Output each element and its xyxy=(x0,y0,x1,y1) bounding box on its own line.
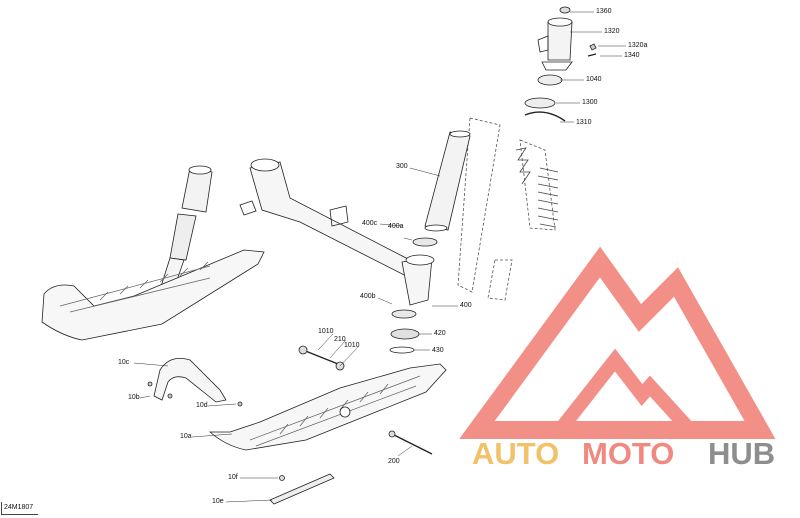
watermark-hub: HUB xyxy=(708,436,776,471)
drawing-reference: 24M1807 xyxy=(1,502,38,515)
callout-10a: 10a xyxy=(180,433,192,440)
bolt-1010 xyxy=(302,349,344,367)
callout-10f: 10f xyxy=(228,474,238,481)
shock-tube xyxy=(424,130,471,232)
watermark-auto: AUTO xyxy=(472,436,560,471)
spindle-cap xyxy=(537,6,573,71)
callout-430: 430 xyxy=(432,347,444,354)
callout-200: 200 xyxy=(388,458,400,465)
bushing-400b xyxy=(391,309,417,319)
washer-1040 xyxy=(537,74,563,86)
shock-absorber-outline xyxy=(457,117,556,301)
leader-lines xyxy=(133,11,626,503)
bushing-400a xyxy=(412,237,438,247)
callout-1300: 1300 xyxy=(582,99,598,106)
watermark-moto: MOTO xyxy=(582,436,675,471)
callout-1010-lower: 1010 xyxy=(344,342,360,349)
callout-420: 420 xyxy=(434,330,446,337)
callout-400c: 400c xyxy=(362,220,378,227)
watermark-logo-mark xyxy=(459,246,776,439)
circlip-430 xyxy=(389,346,415,354)
callout-10c: 10c xyxy=(118,359,130,366)
ski-handle xyxy=(153,357,227,403)
spring xyxy=(515,147,559,228)
washer-420 xyxy=(390,328,420,340)
callout-1360: 1360 xyxy=(596,8,612,15)
assembled-ski-left xyxy=(41,165,265,341)
callout-400: 400 xyxy=(460,302,472,309)
callout-1320a: 1320a xyxy=(628,42,648,49)
bushing-1300 xyxy=(524,97,556,109)
callout-400b: 400b xyxy=(360,293,376,300)
callout-10d: 10d xyxy=(196,402,208,409)
callout-210: 210 xyxy=(334,336,346,343)
steering-arm xyxy=(239,158,435,306)
callout-1040: 1040 xyxy=(586,76,602,83)
callout-1010-upper: 1010 xyxy=(318,328,334,335)
callout-10b: 10b xyxy=(128,394,140,401)
callout-1320: 1320 xyxy=(604,28,620,35)
runner-10e xyxy=(269,473,335,505)
circlip-1310 xyxy=(524,111,566,122)
ski-10a xyxy=(208,363,447,451)
callout-300: 300 xyxy=(396,163,408,170)
bolt-200 xyxy=(391,433,433,455)
callout-400a: 400a xyxy=(388,223,404,230)
callout-1310: 1310 xyxy=(576,119,592,126)
callout-1340: 1340 xyxy=(624,52,640,59)
callout-10e: 10e xyxy=(212,498,224,505)
